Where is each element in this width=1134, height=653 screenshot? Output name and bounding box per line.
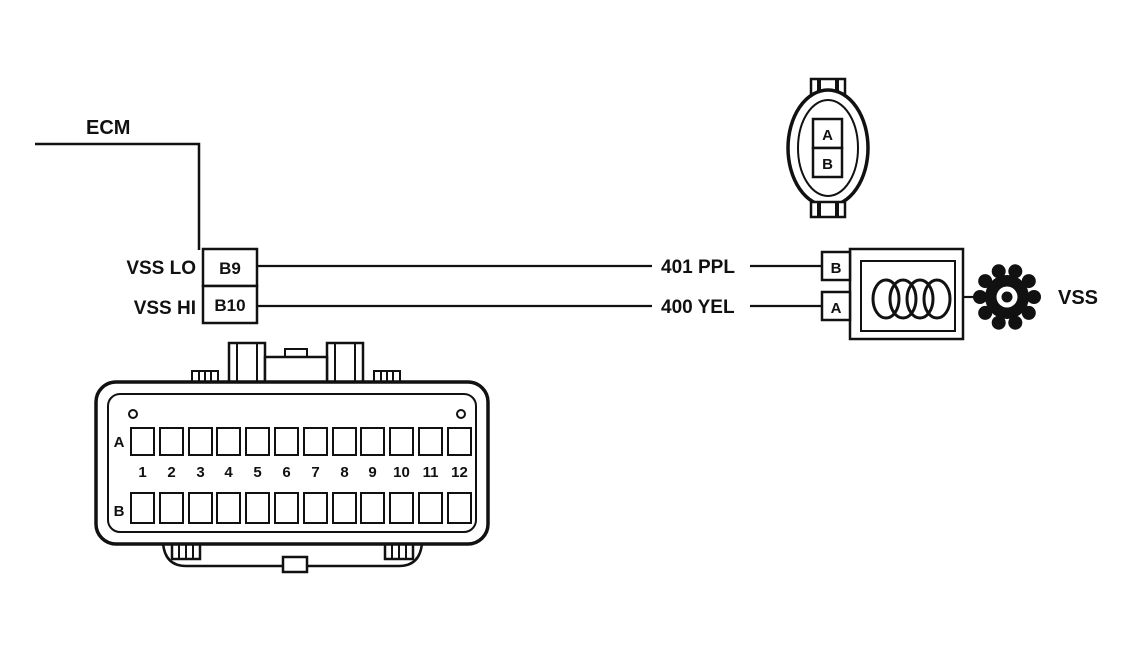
- pin-number-8: 8: [340, 464, 348, 481]
- terminal-cell-b4: [216, 492, 241, 524]
- terminal-cell-b1: [130, 492, 155, 524]
- connector-face-inner-oval: [797, 99, 859, 197]
- pin-number-9: 9: [368, 464, 376, 481]
- vss-hi-label: VSS HI: [134, 298, 196, 319]
- reluctor-gear-icon: [973, 264, 1041, 330]
- wire-401-ppl-label: 401 PPL: [661, 257, 735, 278]
- sensor-terminal-a-box: [820, 290, 852, 322]
- ecm-pin-b10-label: B10: [214, 296, 245, 315]
- terminal-cell-b9: [360, 492, 385, 524]
- sensor-terminal-b-label: B: [831, 260, 842, 277]
- vss-lo-label: VSS LO: [126, 258, 196, 279]
- pin-number-3: 3: [196, 464, 204, 481]
- terminal-cell-b3: [188, 492, 213, 524]
- pin-number-6: 6: [282, 464, 290, 481]
- connector-index-hole-left: [128, 409, 138, 419]
- terminal-cell-a1: [130, 427, 155, 456]
- pin-number-2: 2: [167, 464, 175, 481]
- vss-sensor-inner-outline: [860, 260, 956, 332]
- pin-number-12: 12: [451, 464, 468, 481]
- connector-face-bottom-tab: [809, 200, 847, 219]
- terminal-cell-b7: [303, 492, 328, 524]
- connector-index-hole-right: [456, 409, 466, 419]
- vss-label: VSS: [1058, 287, 1098, 309]
- vss-sensor-body: [848, 247, 965, 341]
- sensor-coil-icon: [871, 278, 952, 320]
- wire-400-yel-label: 400 YEL: [661, 297, 735, 318]
- ecm-connector-view: A B 1 2 3 4 5 6 7 8 9 10 11 12: [94, 341, 490, 574]
- terminal-cell-b6: [274, 492, 299, 524]
- terminal-cell-a8: [332, 427, 357, 456]
- terminal-cell-a6: [274, 427, 299, 456]
- pin-number-10: 10: [393, 464, 410, 481]
- connector-face-terminal-b-label: B: [822, 156, 833, 173]
- pin-number-1: 1: [138, 464, 146, 481]
- terminal-cell-b12: [447, 492, 472, 524]
- pin-number-7: 7: [311, 464, 319, 481]
- terminal-cell-a5: [245, 427, 270, 456]
- connector-face-terminal-a-box: [811, 117, 844, 150]
- sensor-terminal-b-box: [820, 250, 852, 282]
- terminal-cell-a9: [360, 427, 385, 456]
- terminal-cell-a7: [303, 427, 328, 456]
- sensor-terminal-a-label: A: [831, 300, 842, 317]
- terminal-cell-a2: [159, 427, 184, 456]
- terminal-cell-b8: [332, 492, 357, 524]
- terminal-cell-b10: [389, 492, 414, 524]
- ecm-pin-b9-label: B9: [219, 259, 241, 278]
- terminal-cell-a11: [418, 427, 443, 456]
- connector-row-a-label: A: [114, 434, 125, 451]
- terminal-cell-a10: [389, 427, 414, 456]
- connector-latch-center-block: [263, 355, 329, 386]
- pin-number-4: 4: [224, 464, 233, 481]
- pin-number-5: 5: [253, 464, 261, 481]
- connector-latch-left: [227, 341, 267, 386]
- terminal-cell-a4: [216, 427, 241, 456]
- ecm-lead-line: [35, 142, 201, 250]
- ecm-label: ECM: [86, 117, 130, 139]
- connector-row-b-label: B: [114, 503, 125, 520]
- terminal-cell-b11: [418, 492, 443, 524]
- connector-latch-right: [325, 341, 365, 386]
- connector-inner-outline: [107, 393, 477, 533]
- connector-face-terminal-b-box: [811, 146, 844, 179]
- terminal-cell-a12: [447, 427, 472, 456]
- connector-face-terminal-a-label: A: [822, 127, 833, 144]
- terminal-cell-a3: [188, 427, 213, 456]
- inline-connector-face: A B: [786, 77, 870, 219]
- terminal-cell-b5: [245, 492, 270, 524]
- connector-bottom-center-tab: [281, 555, 309, 574]
- ecm-pin-box-b10: [201, 284, 259, 325]
- pin-number-11: 11: [423, 464, 439, 481]
- terminal-cell-b2: [159, 492, 184, 524]
